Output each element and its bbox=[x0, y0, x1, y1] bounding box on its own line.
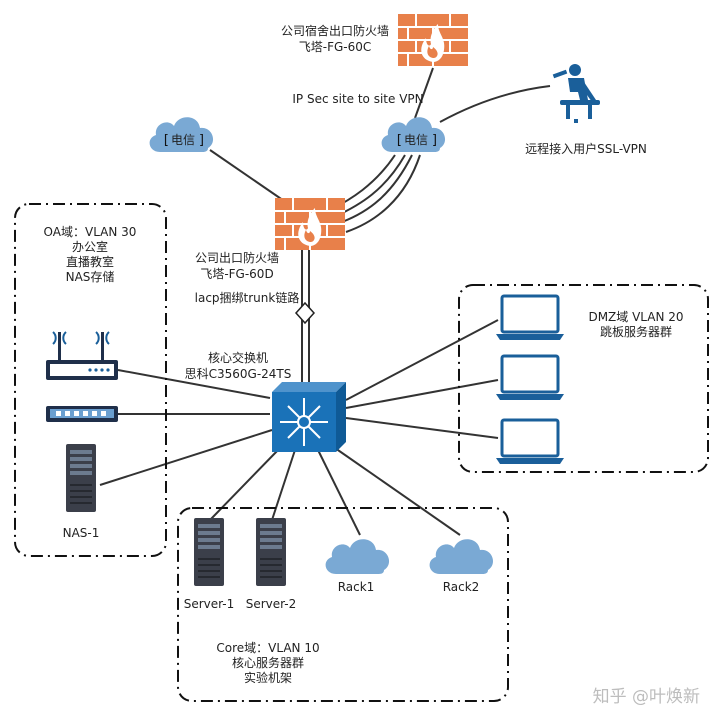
bracket-left-icon: [ bbox=[395, 133, 403, 148]
link-switch-laptop-1 bbox=[345, 319, 499, 401]
trunk-label: lacp捆绑trunk链路 bbox=[195, 290, 300, 305]
link-remote-user-cloud bbox=[439, 85, 551, 123]
remote-user-icon bbox=[552, 64, 600, 123]
rack-1-cloud-icon bbox=[325, 539, 390, 574]
lacp-diamond-icon bbox=[294, 301, 316, 325]
dmz-laptop-3-icon bbox=[494, 418, 566, 466]
office-firewall-icon bbox=[274, 197, 346, 251]
oa-zone-label-line2: 办公室 bbox=[72, 239, 108, 254]
server-2-icon bbox=[256, 518, 286, 586]
link-cloud-firewall-4 bbox=[345, 154, 421, 233]
telecom-cloud-left-label: 电信 bbox=[171, 133, 195, 147]
oa-zone-label-line3: 直播教室 bbox=[66, 254, 114, 269]
link-switch-server-2 bbox=[271, 449, 296, 521]
core-zone-box bbox=[177, 507, 509, 702]
dmz-laptop-1-icon bbox=[494, 294, 566, 342]
link-cloud-firewall-3 bbox=[341, 154, 413, 223]
dmz-zone-label-line1: DMZ域 VLAN 20 bbox=[588, 310, 683, 324]
dmz-zone-label-line2: 跳板服务器群 bbox=[600, 324, 672, 339]
link-switch-nas bbox=[99, 429, 273, 486]
telecom-cloud-left-icon: 电信 [ ] bbox=[149, 117, 214, 152]
wifi-router-icon bbox=[46, 331, 118, 380]
link-switch-rack-1 bbox=[317, 449, 361, 536]
bracket-left-icon: [ bbox=[162, 133, 170, 148]
oa-zone-box bbox=[14, 203, 167, 557]
server-1-label: Server-1 bbox=[184, 597, 235, 611]
rack-2-cloud-icon bbox=[429, 539, 494, 574]
office-firewall-label-line1: 公司出口防火墙 bbox=[195, 250, 279, 265]
core-zone-label-line1: Core域：VLAN 10 bbox=[216, 641, 319, 655]
telecom-cloud-right-icon: 电信 [ ] bbox=[381, 117, 446, 152]
telecom-cloud-right-label: 电信 bbox=[404, 133, 428, 147]
core-zone-label-line3: 实验机架 bbox=[244, 670, 292, 685]
nas-server-icon bbox=[66, 444, 96, 512]
vpn-label: IP Sec site to site VPN bbox=[292, 92, 423, 106]
core-switch-label-line1: 核心交换机 bbox=[208, 350, 268, 365]
remote-user-label: 远程接入用户SSL-VPN bbox=[525, 141, 647, 156]
watermark-text: 知乎 @叶焕新 bbox=[593, 687, 700, 707]
dmz-zone-box bbox=[458, 284, 709, 473]
network-hub-icon bbox=[46, 406, 118, 422]
office-firewall-label-line2: 飞塔-FG-60D bbox=[200, 267, 273, 281]
rack-1-label: Rack1 bbox=[338, 580, 375, 594]
nas-label: NAS-1 bbox=[63, 526, 100, 540]
link-switch-router bbox=[117, 369, 271, 399]
server-2-label: Server-2 bbox=[246, 597, 297, 611]
core-switch-label-line2: 思科C3560G-24TS bbox=[185, 367, 292, 381]
rack-2-label: Rack2 bbox=[443, 580, 480, 594]
oa-zone-label-line1: OA域：VLAN 30 bbox=[44, 225, 137, 239]
link-switch-rack-2 bbox=[334, 447, 461, 536]
core-zone-label-line2: 核心服务器群 bbox=[232, 655, 304, 670]
link-switch-laptop-3 bbox=[345, 417, 499, 439]
connection-lines bbox=[99, 67, 551, 536]
link-switch-laptop-2 bbox=[345, 379, 499, 409]
dorm-firewall-icon bbox=[397, 13, 469, 67]
dmz-laptop-2-icon bbox=[494, 354, 566, 402]
oa-zone-label-line4: NAS存储 bbox=[66, 269, 115, 284]
link-left-cloud-firewall bbox=[209, 149, 291, 206]
server-1-icon bbox=[194, 518, 224, 586]
link-dorm-firewall-cloud bbox=[414, 67, 434, 119]
core-switch-icon bbox=[272, 382, 346, 452]
bracket-right-icon: ] bbox=[198, 133, 206, 148]
dorm-firewall-label-line1: 公司宿舍出口防火墙 bbox=[281, 23, 389, 38]
bracket-right-icon: ] bbox=[431, 133, 439, 148]
link-switch-server-1 bbox=[209, 447, 281, 521]
dorm-firewall-label-line2: 飞塔-FG-60C bbox=[299, 40, 372, 54]
